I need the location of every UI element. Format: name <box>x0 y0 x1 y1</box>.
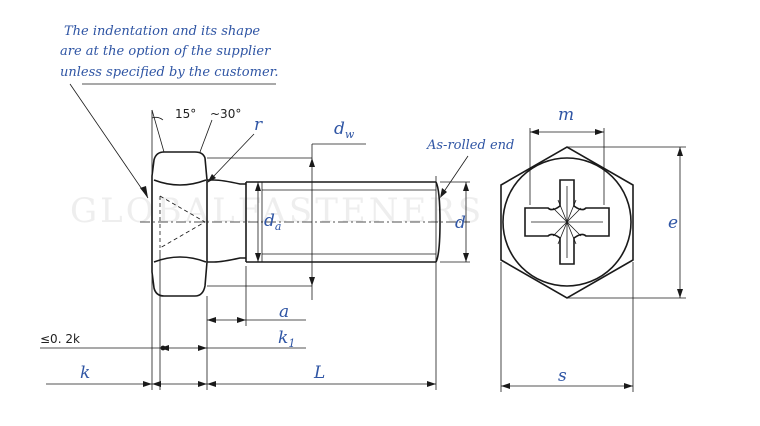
bolt-head-end-view <box>500 146 634 299</box>
k1-label-main: k <box>278 328 288 348</box>
da-label-sub: a <box>275 220 282 233</box>
k1-label-sub: 1 <box>288 337 295 350</box>
dw-label-sub: w <box>345 128 355 141</box>
a-arrow-left <box>207 317 216 323</box>
k1-label: k1 <box>278 328 295 350</box>
e-arrow-top <box>677 147 683 156</box>
m-arrow-right <box>595 129 604 135</box>
head-outline <box>151 151 208 297</box>
note-line-2: are at the option of the supplier <box>60 44 271 59</box>
watermark: GLOBALFASTENERS <box>70 191 484 231</box>
L-end-arrow <box>427 381 436 387</box>
dw-label-main: d <box>334 119 345 139</box>
k-end-arrow <box>198 381 207 387</box>
supplier-note: The indentation and its shape are at the… <box>60 24 279 80</box>
k1-arrow-right <box>198 345 207 351</box>
dw-label: dw <box>334 119 355 141</box>
e-arrow-bottom <box>677 289 683 298</box>
as-rolled-leader <box>440 155 469 197</box>
k-label: k <box>80 363 90 383</box>
note-leader-arrow <box>140 186 148 198</box>
bolt-head-side <box>151 109 208 390</box>
note-line-3: unless specified by the customer. <box>60 65 279 80</box>
as-rolled-arrow <box>440 188 447 198</box>
d-arrow-bottom <box>463 253 469 262</box>
note-leader <box>69 83 149 199</box>
d-label: d <box>455 213 466 233</box>
L-start-arrow <box>207 381 216 387</box>
tolerance-label: ≤0. 2k <box>40 332 80 346</box>
dw-arrow-top <box>309 158 315 167</box>
radius-label: r <box>254 115 263 135</box>
as-rolled-label: As-rolled end <box>426 138 514 153</box>
radius-leader <box>211 133 255 179</box>
s-arrow-right <box>624 383 633 389</box>
fillet-upper <box>207 179 246 185</box>
a-label: a <box>279 302 289 322</box>
indentation-hidden <box>159 195 206 249</box>
chamfer-15-line <box>151 109 165 153</box>
tolerance-point <box>160 345 166 351</box>
angle-arc-15 <box>151 116 164 121</box>
s-label: s <box>558 366 567 386</box>
L-label: L <box>313 363 325 383</box>
da-label: da <box>264 211 281 233</box>
angle-15: 15° <box>175 107 196 121</box>
m-label: m <box>558 105 574 125</box>
s-arrow-left <box>501 383 510 389</box>
chamfer-circle <box>502 157 632 287</box>
note-line-1: The indentation and its shape <box>64 24 260 39</box>
e-label: e <box>668 213 678 233</box>
d-arrow-top <box>463 182 469 191</box>
dw-arrow-bottom <box>309 277 315 286</box>
recess-outline <box>524 179 610 265</box>
recess-cross <box>524 179 610 265</box>
head-face-lower <box>153 256 207 263</box>
da-arrow-top <box>255 182 261 191</box>
k-arrow-left <box>152 381 161 387</box>
da-arrow-bottom <box>255 253 261 262</box>
fillet-lower <box>207 257 246 263</box>
angle-30-leader <box>199 119 213 153</box>
m-arrow-left <box>530 129 539 135</box>
head-face-upper <box>153 179 207 186</box>
k-arrow-right <box>143 381 152 387</box>
bolt-shank-side <box>207 176 441 390</box>
recess-diag-4 <box>557 199 577 245</box>
da-label-main: d <box>264 211 275 231</box>
angle-30: ~30° <box>210 107 241 121</box>
rolled-end <box>435 181 441 263</box>
a-arrow-right <box>237 317 246 323</box>
